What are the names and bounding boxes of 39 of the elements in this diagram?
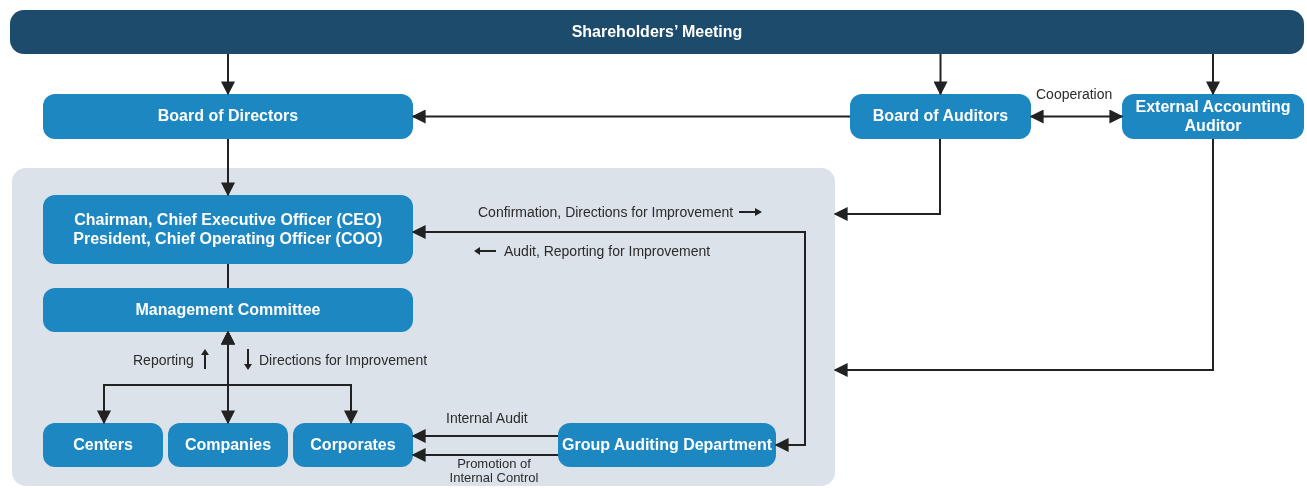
arrow <box>411 225 806 452</box>
org-unit-label: Corporates <box>310 435 396 455</box>
arrow <box>1029 109 1124 124</box>
org-unit-label: Shareholders’ Meeting <box>571 22 743 42</box>
org-unit-label: Management Committee <box>135 300 321 320</box>
arrow <box>411 448 559 462</box>
edge-label: Cooperation <box>1036 87 1113 103</box>
org-box <box>293 423 413 467</box>
org-unit-label: External Accounting Auditor <box>1134 98 1292 135</box>
org-box <box>168 423 288 467</box>
arrow <box>411 109 851 124</box>
org-unit-label: Board of Auditors <box>872 107 1009 126</box>
arrow <box>833 138 1214 377</box>
org-box <box>43 288 413 332</box>
header-band <box>10 10 1304 54</box>
arrow <box>411 429 559 443</box>
org-box <box>1122 94 1304 139</box>
org-unit-label: Group Auditing Department <box>561 435 773 455</box>
panel-background <box>12 168 835 486</box>
org-unit-label: Chairman, Chief Executive Officer (CEO) <box>74 211 382 230</box>
org-unit-label: Board of Directors <box>157 107 299 126</box>
org-unit-label: Companies <box>184 435 272 455</box>
org-unit-label: President, Chief Operating Officer (COO) <box>73 229 383 248</box>
arrow <box>1206 53 1220 96</box>
arrow <box>221 330 358 425</box>
org-box <box>43 94 413 139</box>
arrow <box>933 53 948 96</box>
org-box <box>43 423 163 467</box>
org-unit-label: Centers <box>73 435 133 455</box>
annotation-label: Audit, Reporting for Improvement <box>504 243 711 259</box>
arrow <box>221 53 235 96</box>
annotation-label: Confirmation, Directions for Improvement <box>478 204 734 220</box>
arrow <box>221 138 235 197</box>
arrow <box>833 138 941 221</box>
org-box <box>43 195 413 264</box>
org-box <box>850 94 1031 139</box>
annotation-label: Reporting <box>133 352 194 368</box>
annotation-label: Directions for Improvement <box>259 352 428 368</box>
org-box <box>558 423 776 467</box>
